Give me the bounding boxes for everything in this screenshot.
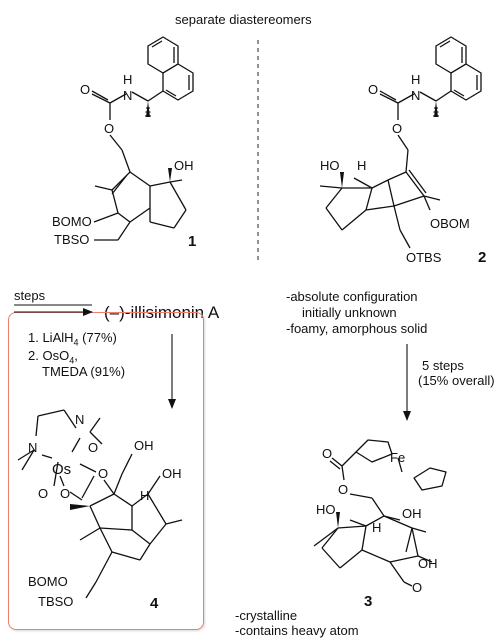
compound-4-structure (17, 409, 183, 599)
separate-diastereomers-caption: separate diastereomers (175, 12, 312, 27)
compound-3-ho-wedge (336, 512, 340, 528)
compound-3-ester-o: O (338, 482, 348, 497)
compound-2-note-2: initially unknown (302, 305, 397, 320)
compound-2-carbonyl-o: O (368, 82, 378, 97)
reagent-step-2: 2. OsO4, (28, 348, 78, 366)
five-steps-label: 5 steps (422, 358, 464, 373)
compound-4-oh-right: OH (162, 466, 182, 481)
compound-1-bom-label: BOMO (52, 214, 92, 229)
compound-1-ester-o: O (104, 121, 114, 136)
compound-4-bom-label: BOMO (28, 574, 68, 589)
compound-1-oh-label: OH (174, 158, 194, 173)
compound-1-hash-bonds (145, 107, 151, 117)
compound-2-obom-label: OBOM (430, 216, 470, 231)
compound-3-oh-right: OH (418, 556, 438, 571)
compound-4-os-oxo-1: O (88, 440, 98, 455)
compound-4-n-left: N (28, 440, 37, 455)
compound-3-iron: Fe (390, 450, 405, 465)
compound-2-otbs-label: OTBS (406, 250, 442, 265)
compound-3-note-2: -contains heavy atom (235, 623, 359, 638)
reagent-step-1: 1. LiAlH4 (77%) (28, 330, 117, 348)
compound-2-ho-label: HO (320, 158, 340, 173)
compound-4-h-label: H (140, 488, 149, 503)
compound-3-structure (313, 439, 447, 587)
compound-3-note-1: -crystalline (235, 608, 298, 623)
compound-1-oh-wedge (168, 168, 172, 182)
compound-3-ring-o: O (412, 580, 422, 595)
compound-3-h-label: H (372, 520, 381, 535)
compound-2-ester-o: O (392, 121, 402, 136)
compound-2-note-1: -absolute configuration (286, 289, 418, 304)
compound-2-structure (319, 36, 482, 249)
compound-2-nh-label: H (411, 72, 420, 87)
compound-4-oh-top: OH (134, 438, 154, 453)
compound-4-tbs-label: TBSO (38, 594, 73, 609)
compound-4-n-top: N (75, 412, 84, 427)
compound-2-wedge-methyl (434, 101, 438, 117)
compound-3-ho-label: HO (316, 502, 336, 517)
reagent-box (8, 312, 204, 630)
compound-1-wedge-methyl (146, 101, 150, 117)
compound-4-os-o-1: O (98, 466, 108, 481)
compound-1-n-label: N (123, 88, 132, 103)
compound-3-oh-top: OH (402, 506, 422, 521)
compound-2-ho-wedge (340, 172, 344, 188)
compound-1-structure (91, 36, 194, 173)
compound-2-note-3: -foamy, amorphous solid (286, 321, 428, 336)
compound-3-carbonyl-o: O (322, 446, 332, 461)
compound-2-number: 2 (478, 249, 486, 266)
compound-1-nh-label: H (123, 72, 132, 87)
compound-4-number: 4 (150, 595, 159, 612)
compound-4-methyl-wedge (70, 504, 90, 510)
steps-label: steps (14, 288, 46, 303)
compound-1-tbs-label: TBSO (54, 232, 89, 247)
compound-2-h-label: H (357, 158, 366, 173)
reagent-step-2-line-2: TMEDA (91%) (42, 364, 126, 379)
compound-1-core (93, 171, 187, 241)
compound-4-osmium: Os (52, 461, 71, 478)
compound-3-number: 3 (364, 593, 372, 610)
compound-1-number: 1 (188, 233, 196, 250)
compound-4-os-o-2: O (60, 486, 70, 501)
compound-2-n-label: N (411, 88, 420, 103)
compound-4-os-oxo-2: O (38, 486, 48, 501)
compound-1-carbonyl-o: O (80, 82, 90, 97)
five-steps-yield: (15% overall) (418, 373, 495, 388)
